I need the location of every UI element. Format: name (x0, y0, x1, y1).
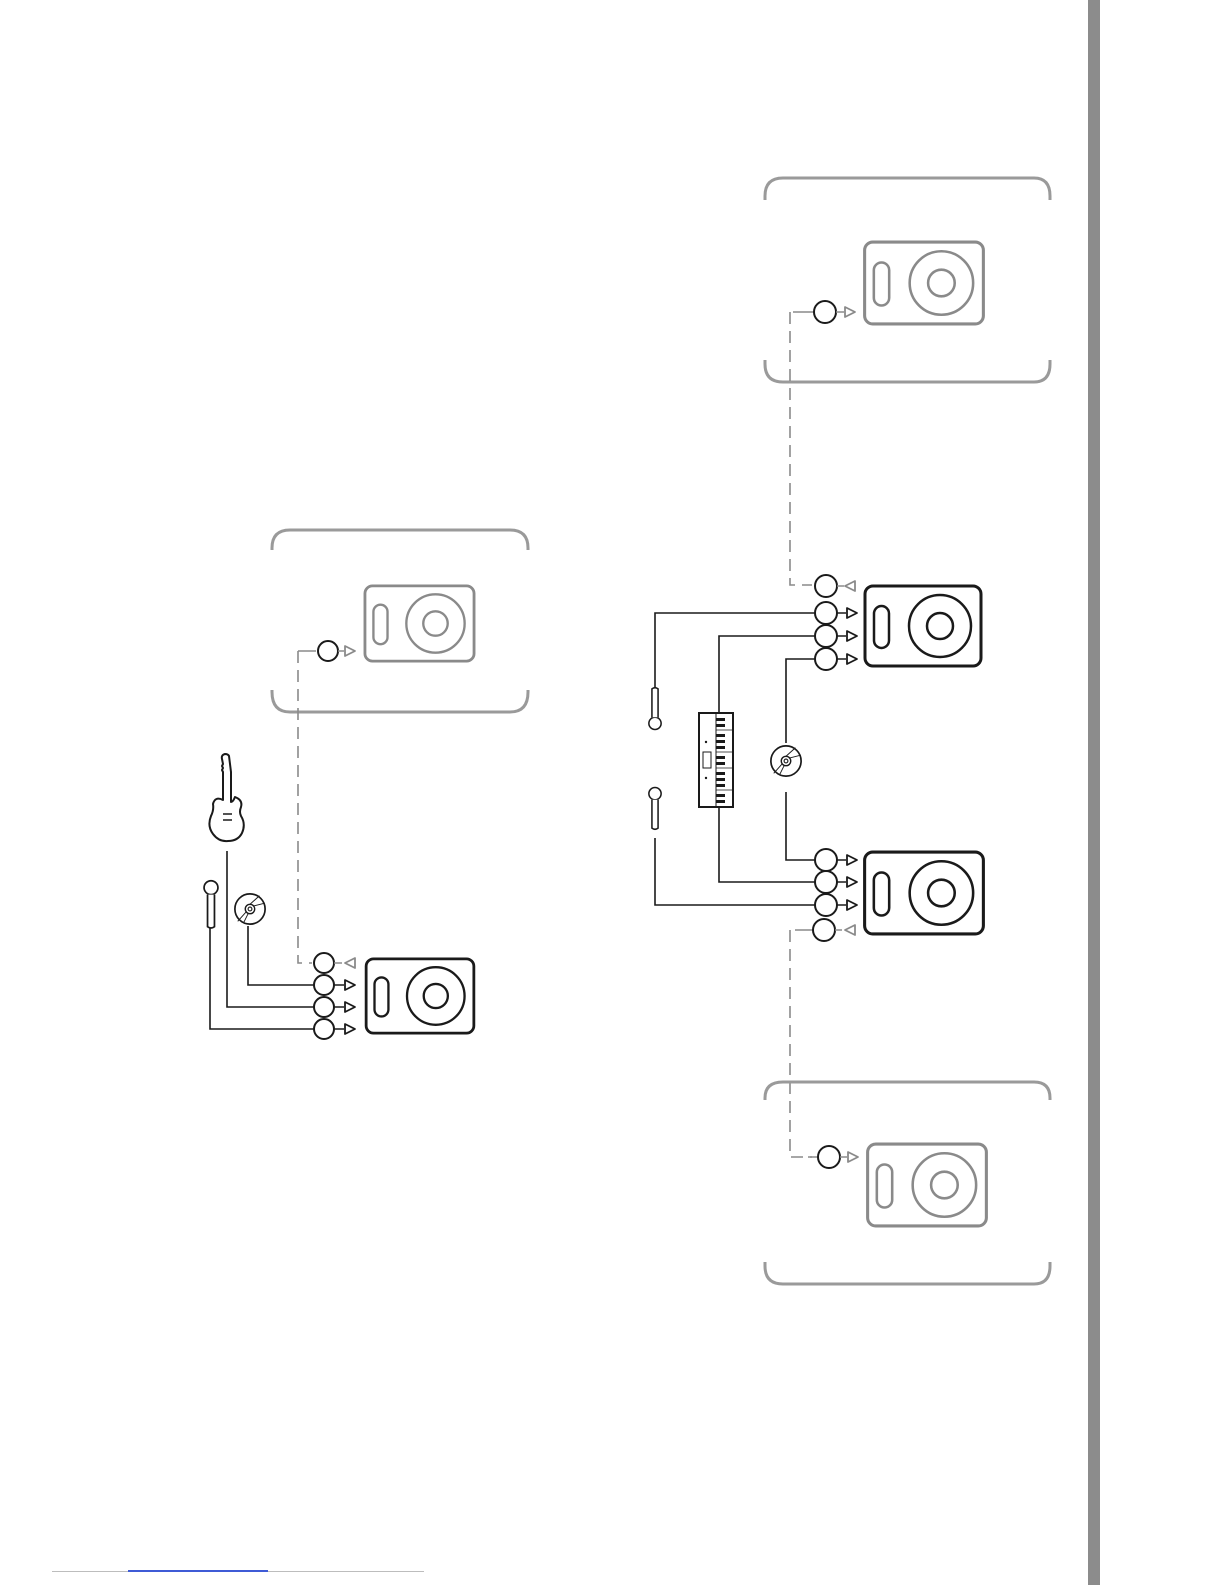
page-edge-bar (1088, 0, 1100, 1585)
setup-a (204, 530, 528, 1039)
microphone-icon (204, 881, 218, 928)
connector-jack-icon (815, 575, 837, 597)
connector-jack-icon (815, 648, 837, 670)
connector-jack-icon (815, 849, 837, 871)
connector-jack-icon (314, 997, 334, 1017)
inputs-upper (815, 602, 857, 670)
link-cable-bottom (790, 930, 812, 1157)
setup-b (649, 178, 1050, 1284)
connector-jack-icon (314, 975, 334, 995)
top-remote-monitor (865, 242, 984, 324)
link-cable-top (790, 312, 812, 585)
cd-icon (771, 746, 801, 776)
lower-main-monitor (865, 852, 984, 934)
connector-jack-icon (815, 871, 837, 893)
keyboard-icon (699, 713, 733, 807)
footer-link-underline[interactable] (128, 1570, 268, 1572)
cd-icon (235, 894, 265, 924)
connector-jack-icon (815, 602, 837, 624)
connector-jack-icon (814, 301, 836, 323)
link-cable-a (298, 651, 312, 963)
microphone-icon (649, 688, 661, 730)
inputs-lower (815, 849, 857, 916)
connector-jack-icon (815, 894, 837, 916)
main-monitor-a (366, 959, 474, 1033)
guitar-icon (209, 754, 243, 841)
remote-monitor-a (365, 586, 474, 661)
upper-main-monitor (865, 586, 981, 666)
bottom-remote-monitor (868, 1144, 987, 1226)
connector-jack-icon (318, 641, 338, 661)
connector-jack-icon (815, 625, 837, 647)
microphone-icon (649, 788, 661, 830)
connector-jack-icon (818, 1146, 840, 1168)
inputs-a (314, 975, 355, 1039)
connector-jack-icon (813, 919, 835, 941)
connector-jack-icon (314, 953, 334, 973)
connector-jack-icon (314, 1019, 334, 1039)
